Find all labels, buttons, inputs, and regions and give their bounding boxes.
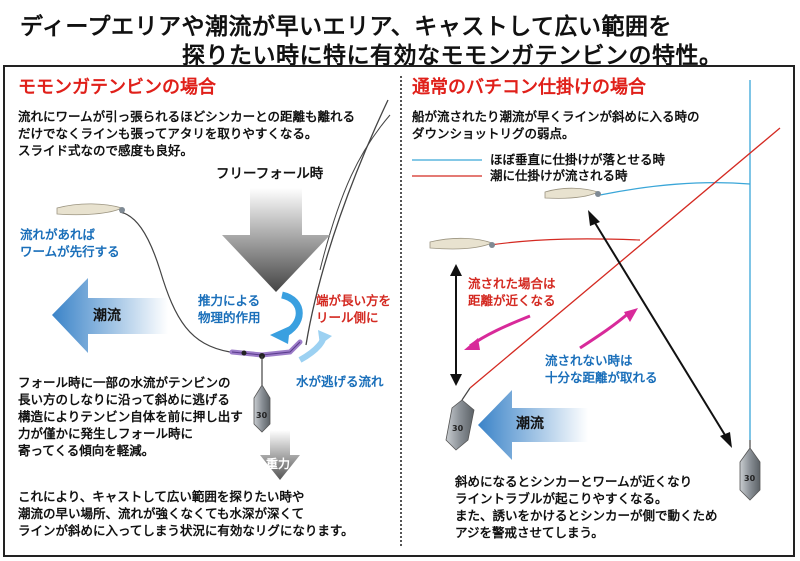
gravity-label: 重力 (266, 457, 291, 471)
headline-line-2: 探りたい時に特に有効なモモンガテンビンの特性。 (182, 43, 723, 69)
legend-drift-label: 潮に仕掛けが流される時 (490, 168, 628, 183)
left-intro-1: 流れにワームが引っ張られるほどシンカーとの距離も離れる (18, 109, 356, 124)
drift-close-2: 距離が近くなる (468, 293, 556, 308)
sinker-left (253, 384, 271, 433)
main-line (305, 99, 389, 346)
current-arrow-right (478, 390, 588, 460)
gravity-arrow (260, 430, 300, 480)
fall-text-5: 寄ってくる傾向を軽減。 (18, 443, 155, 458)
right-bottom-3: また、誘いをかけるとシンカーが側で動くため (455, 508, 718, 523)
drift-leader (489, 238, 641, 246)
worm-leads-2: ワームが先行する (20, 244, 120, 259)
thrust-1: 推力による (198, 293, 261, 308)
panel-divider (400, 76, 402, 546)
fall-text-4: 力が僅かに発生しフォール時に (18, 426, 194, 441)
sinker-left-label: 30 (256, 411, 268, 420)
long-end-2: リール側に (316, 310, 379, 325)
worm-left (56, 203, 125, 216)
left-intro-3: スライド式なので感度も良好。 (18, 143, 194, 158)
magenta-arrow-far (579, 310, 631, 350)
sinker-right-drift (445, 399, 475, 451)
headline-line-1: ディープエリアや潮流が早いエリア、キャストして広い範囲を (20, 14, 673, 40)
worm-right-upper (544, 187, 601, 199)
sinker-right-label-b: 30 (744, 474, 756, 483)
right-heading: 通常のバチコン仕掛けの場合 (412, 77, 646, 98)
left-heading: モモンガテンビンの場合 (18, 77, 216, 98)
current-label-left: 潮流 (93, 308, 121, 324)
fall-text-3: 構造によりテンビン自体を前に押し出す (18, 409, 243, 424)
magenta-arrow-near (469, 314, 531, 348)
fall-text-2: 長い方のしなりに沿って斜めに逃げる (18, 392, 230, 407)
long-end-1: 端が長い方を (316, 293, 392, 308)
conclusion-1: これにより、キャストして広い範囲を探りたい時や (18, 489, 305, 504)
sinker-right-vertical (739, 447, 761, 501)
current-label-right: 潮流 (516, 416, 544, 432)
right-bottom-4: アジを警戒させてしまう。 (455, 525, 604, 540)
conclusion-3: ラインが斜めに入ってしまう状況に有効なリグになります。 (18, 523, 354, 538)
upper-line (319, 114, 391, 271)
left-intro-2: だけでなくラインも張ってアタリを取りやすくなる。 (18, 126, 318, 141)
worm-right-lower (429, 237, 495, 250)
fall-text-1: フォール時に一部の水流がテンビンの (18, 375, 231, 390)
free-fall-arrow (222, 188, 330, 292)
right-bottom-1: 斜めになるとシンカーとワームが近くなり (455, 474, 693, 489)
right-intro-2: ダウンショットリグの弱点。 (412, 126, 575, 141)
right-intro-1: 船が流されたり潮流が早くラインが斜めに入る時の (412, 109, 700, 124)
free-fall-label: フリーフォール時 (216, 166, 324, 182)
drift-line (469, 127, 781, 389)
thrust-2: 物理的作用 (198, 310, 261, 325)
no-drift-far-2: 十分な距離が取れる (545, 370, 658, 385)
no-drift-far-1: 流されない時は (545, 353, 633, 368)
right-bottom-2: ライントラブルが起こりやすくなる。 (455, 491, 668, 506)
distance-arrow-far (591, 217, 729, 441)
sinker-right-label-a: 30 (452, 424, 464, 433)
leader-line (119, 211, 231, 353)
current-arrow-left (52, 278, 168, 353)
worm-leads-1: 流れがあれば (20, 227, 96, 242)
vertical-leader (599, 182, 751, 196)
water-escape-label: 水が逃げる流れ (296, 374, 384, 389)
conclusion-2: 潮流の早い場所、流れが強くなくても水深が深くて (18, 506, 305, 521)
legend-vertical-label: ほぼ垂直に仕掛けが落とせる時 (490, 152, 666, 167)
drift-close-1: 流された場合は (468, 276, 556, 291)
